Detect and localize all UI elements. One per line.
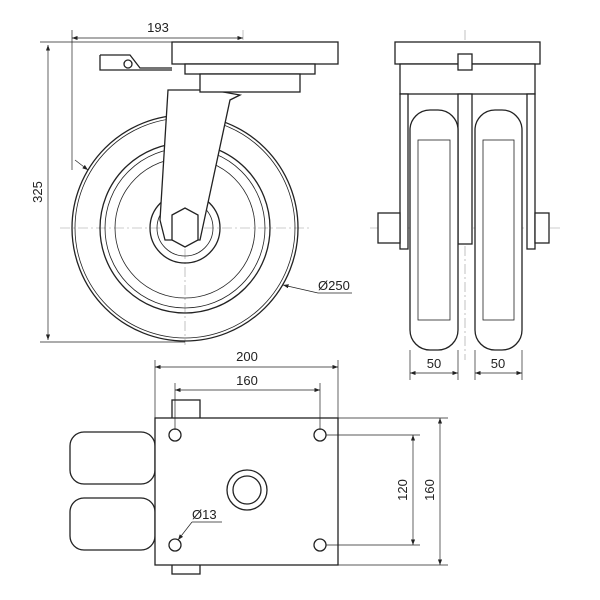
dim-wheel-width-right: 50: [491, 356, 505, 371]
mounting-plate: [154, 417, 339, 566]
dim-wheel-width-left: 50: [427, 356, 441, 371]
front-view: [370, 30, 560, 360]
wheel-left: [409, 109, 459, 351]
dim-plate-length: 160: [422, 479, 437, 501]
axle-nut-left: [377, 212, 401, 244]
dim-swivel-offset: 193: [147, 20, 169, 35]
axle-nut-right: [534, 212, 550, 244]
dim-hole-spacing-x: 160: [236, 373, 258, 388]
dim-hole-spacing-y: 120: [395, 479, 410, 501]
wheel-right: [474, 109, 523, 351]
axle-nut: [171, 207, 199, 248]
dimensions: 193 325 Ø250 50 50 200 160 120 160 Ø13: [30, 20, 523, 566]
dim-plate-width: 200: [236, 349, 258, 364]
top-view: [69, 399, 339, 575]
dim-hole-diameter: Ø13: [192, 507, 217, 522]
mount-hole: [168, 538, 182, 552]
top-plate: [171, 41, 339, 65]
dim-overall-height: 325: [30, 181, 45, 203]
dim-wheel-diameter: Ø250: [318, 278, 350, 293]
side-view: [60, 30, 339, 345]
